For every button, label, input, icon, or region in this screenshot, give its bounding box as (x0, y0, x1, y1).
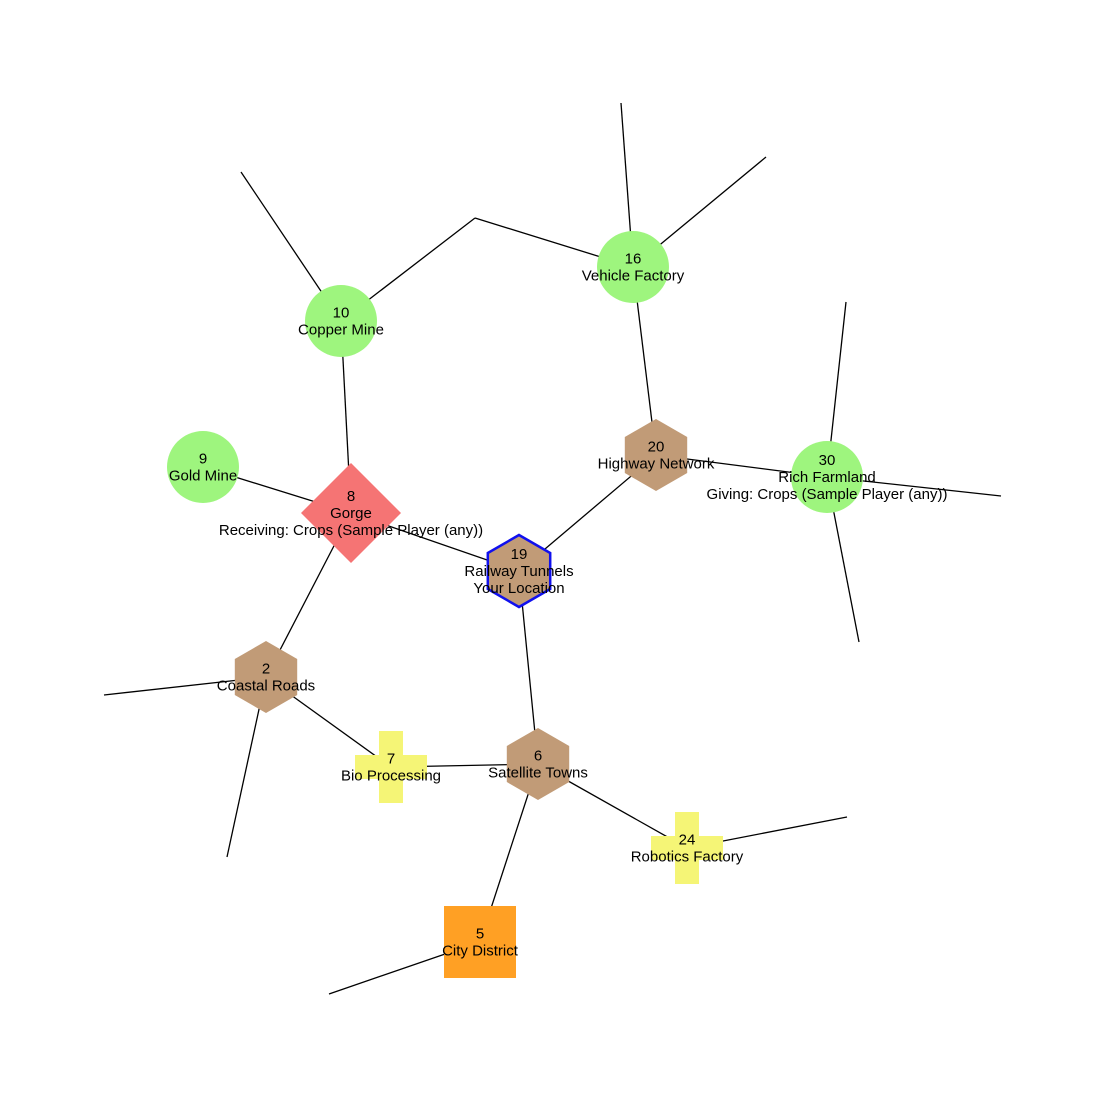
node-n30-circle[interactable] (791, 441, 863, 513)
node-n5-label-1: City District (442, 943, 519, 960)
nodes-layer (167, 231, 863, 978)
node-n6-label-1: Satellite Towns (488, 765, 588, 782)
node-n6-label-0: 6 (534, 748, 542, 765)
node-n5-square[interactable] (444, 906, 516, 978)
node-n24-label-1: Robotics Factory (631, 849, 744, 866)
node-n30-label-0: 30 (819, 452, 836, 469)
node-n10-label-1: Copper Mine (298, 322, 384, 339)
node-n8-diamond[interactable] (301, 463, 401, 563)
node-n20-hexagon[interactable] (624, 419, 688, 491)
node-n16-circle[interactable] (597, 231, 669, 303)
node-n24-label-0: 24 (679, 832, 696, 849)
node-n20-label-1: Highway Network (598, 456, 715, 473)
node-n20-label-0: 20 (648, 439, 665, 456)
node-n19-hexagon[interactable] (486, 533, 552, 609)
node-n30-label-2: Giving: Crops (Sample Player (any)) (707, 486, 948, 503)
node-n9-label-1: Gold Mine (169, 468, 237, 485)
node-n19-label-1: Railway Tunnels (464, 563, 573, 580)
node-n2-hexagon[interactable] (234, 641, 298, 713)
node-n30-label-1: Rich Farmland (778, 469, 876, 486)
node-n24-cross[interactable] (651, 812, 723, 884)
node-n5-label-0: 5 (476, 926, 484, 943)
node-n10-circle[interactable] (305, 285, 377, 357)
node-n8-label-2: Receiving: Crops (Sample Player (any)) (219, 522, 483, 539)
node-n8-label-1: Gorge (330, 505, 372, 522)
node-n7-cross[interactable] (355, 731, 427, 803)
node-n16-label-0: 16 (625, 251, 642, 268)
node-n7-label-0: 7 (387, 751, 395, 768)
node-n8-label-0: 8 (347, 488, 355, 505)
node-n10-label-0: 10 (333, 305, 350, 322)
node-n19-label-0: 19 (511, 546, 528, 563)
node-n19-label-2: Your Location (473, 580, 564, 597)
edges-layer (103, 102, 1002, 995)
node-n2-label-0: 2 (262, 661, 270, 678)
node-n7-label-1: Bio Processing (341, 768, 441, 785)
node-n2-label-1: Coastal Roads (217, 678, 315, 695)
node-n16-label-1: Vehicle Factory (582, 268, 685, 285)
node-n6-hexagon[interactable] (506, 728, 570, 800)
node-n9-circle[interactable] (167, 431, 239, 503)
node-n9-label-0: 9 (199, 451, 207, 468)
